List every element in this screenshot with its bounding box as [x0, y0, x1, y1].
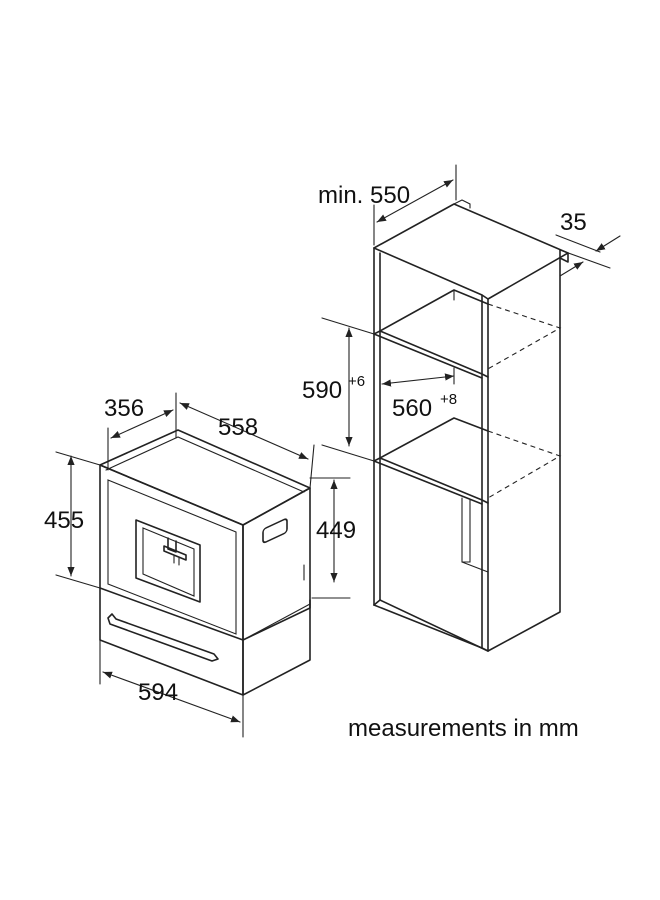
cabinet-side — [487, 249, 561, 652]
cabinet-top — [373, 203, 569, 300]
drawer-handle — [107, 613, 219, 662]
niche-height-tolerance: +6 — [348, 373, 365, 390]
side-vent — [262, 518, 288, 544]
appliance-top — [99, 429, 311, 526]
niche-width-tolerance: +8 — [440, 391, 457, 408]
appliance-front-height-label: 455 — [44, 507, 84, 534]
cabinet-niche-height-label: 590 — [302, 377, 342, 404]
door-drawer-split — [99, 587, 244, 641]
appliance-top-width-label: 558 — [218, 414, 258, 441]
cabinet-drawing — [373, 199, 569, 652]
niche-width-value: 560 — [392, 395, 432, 422]
cabinet-niche-width-label: 560 — [392, 395, 432, 422]
appliance-side — [242, 487, 311, 641]
cabinet-min-depth-label: min. 550 — [318, 182, 410, 209]
cabinet-dimensions: min. 550 35 590 +6 560 +8 — [302, 164, 621, 462]
appliance-depth-label: 356 — [104, 395, 144, 422]
cabinet-gap-label: 35 — [560, 209, 587, 236]
appliance-front-width-label: 594 — [138, 679, 178, 706]
appliance-side-height-label: 449 — [316, 517, 356, 544]
appliance-dimensions: 356 558 455 449 594 — [44, 392, 356, 738]
middle-shelf — [379, 457, 489, 504]
appliance-front — [99, 464, 244, 696]
coffee-outlet-recess — [135, 519, 201, 603]
niche-height-value: 590 — [302, 377, 342, 404]
appliance-drawing — [99, 429, 311, 696]
upper-shelf — [379, 330, 489, 378]
measurement-units-note: measurements in mm — [348, 715, 579, 742]
